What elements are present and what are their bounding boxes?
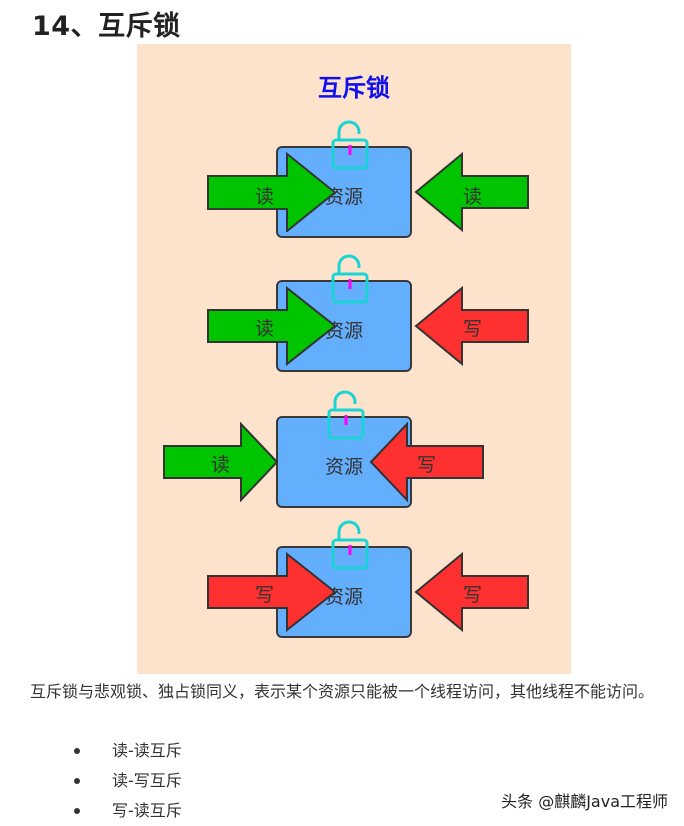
right-arrow-label: 写 [417, 454, 437, 476]
right-arrow-label: 写 [463, 318, 483, 340]
left-arrow-label: 读 [255, 186, 275, 208]
write-arrow-left [414, 286, 529, 366]
list-item-text: 读-读互斥 [112, 741, 182, 760]
bullet-icon [74, 748, 80, 754]
left-arrow-label: 读 [211, 454, 231, 476]
read-arrow-right [163, 422, 279, 502]
scene-write-write: 资源 写 写 [137, 520, 571, 652]
description-paragraph: 互斥锁与悲观锁、独占锁同义，表示某个资源只能被一个线程访问，其他线程不能访问。 [30, 682, 655, 701]
write-arrow-right [207, 552, 337, 632]
right-arrow-label: 读 [463, 186, 483, 208]
lock-open-icon [327, 390, 365, 440]
list-item: 读-读互斥 [0, 736, 182, 766]
list-item: 读-写互斥 [0, 766, 182, 796]
read-arrow-right [207, 286, 337, 366]
mutex-lock-figure: 互斥锁 资源 读 读 资源 读 [137, 44, 571, 674]
left-arrow-label: 读 [255, 318, 275, 340]
left-arrow-label: 写 [255, 584, 275, 606]
scene-read-write: 资源 读 写 [137, 254, 571, 386]
lock-open-icon [331, 120, 369, 170]
list-item-text: 读-写互斥 [112, 771, 182, 790]
resource-label: 资源 [324, 456, 363, 478]
bullet-icon [74, 808, 80, 814]
write-arrow-left [414, 552, 529, 632]
list-item-text: 写-读互斥 [112, 801, 182, 820]
lock-open-icon [331, 254, 369, 304]
mutex-cases-list: 读-读互斥 读-写互斥 写-读互斥 [0, 736, 182, 826]
scene-read-write-overlap: 资源 读 写 [137, 390, 571, 520]
section-heading: 14、互斥锁 [32, 11, 181, 42]
right-arrow-label: 写 [463, 584, 483, 606]
write-arrow-left [369, 422, 484, 502]
read-arrow-left [414, 152, 529, 232]
scene-read-read: 资源 读 读 [137, 120, 571, 254]
bullet-icon [74, 778, 80, 784]
read-arrow-right [207, 152, 337, 232]
lock-open-icon [331, 520, 369, 570]
watermark: 头条 @麒麟Java工程师 [501, 792, 668, 811]
list-item: 写-读互斥 [0, 796, 182, 826]
figure-title: 互斥锁 [318, 74, 390, 102]
